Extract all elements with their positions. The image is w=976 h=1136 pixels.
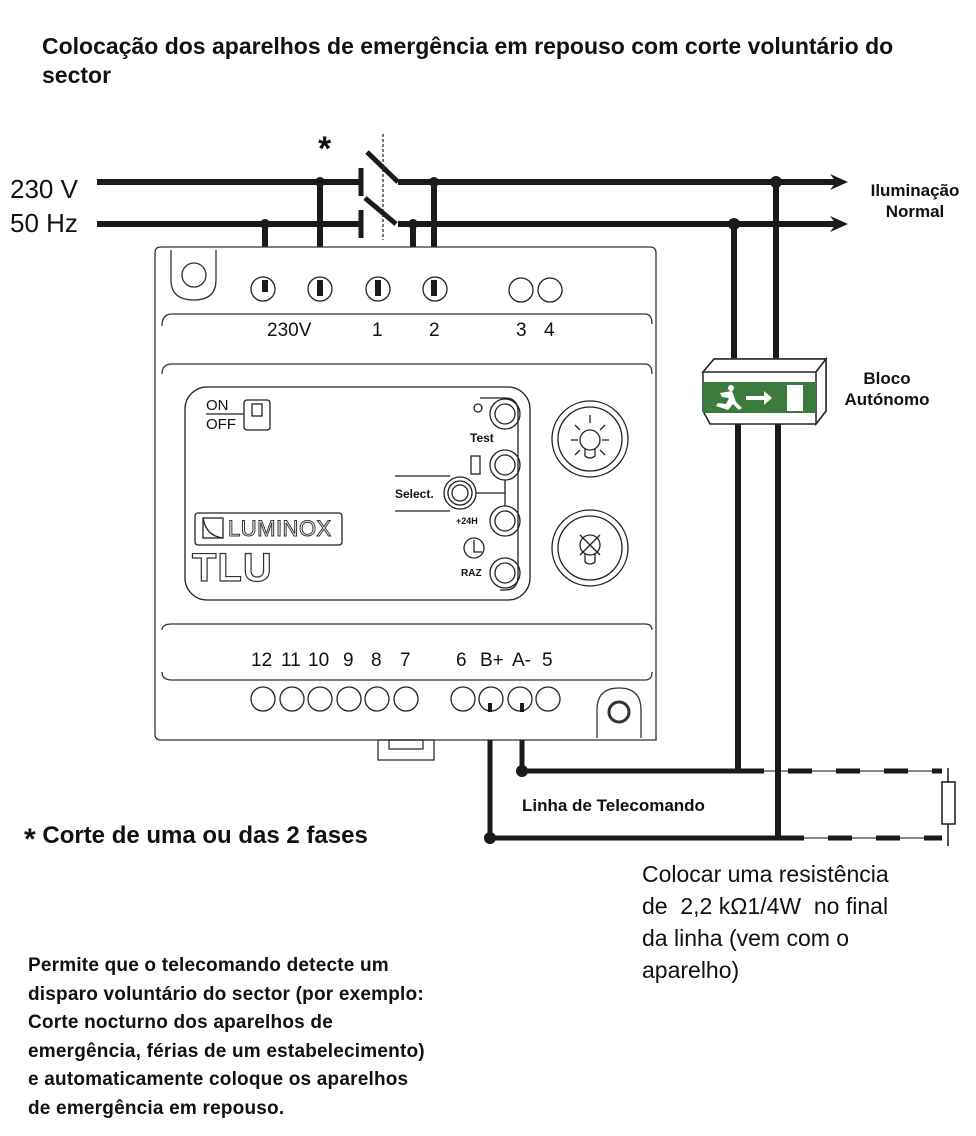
two-pole-switch <box>358 150 400 238</box>
terminal-label-12: 12 <box>251 650 273 671</box>
switch-marker-asterisk: * <box>318 130 332 168</box>
arrow-right-icon <box>746 391 772 405</box>
lamp-on-indicator <box>551 400 629 478</box>
terminal-label-5: 5 <box>542 650 553 671</box>
bottom-terminal-screws <box>250 686 561 712</box>
terminal-label-3: 3 <box>516 320 527 341</box>
resistor-note-line1: Colocar uma resistência <box>642 861 889 887</box>
resistor-note: Colocar uma resistência de 2,2 kΩ1/4W no… <box>642 858 962 986</box>
arrow-icon <box>830 216 848 232</box>
select-button-label: Select. <box>395 487 434 501</box>
footnote-asterisk: * <box>24 823 36 856</box>
description-line: emergência, férias de um estabelecimento… <box>28 1040 425 1062</box>
terminal-label-7: 7 <box>400 650 411 671</box>
description-line: e automaticamente coloque os aparelhos <box>28 1069 409 1090</box>
bloco-supply-wires <box>731 182 781 838</box>
terminal-label-a-minus: A- <box>512 650 531 671</box>
running-man-icon <box>716 385 742 410</box>
arrow-icon <box>830 174 848 190</box>
supply-voltage-label: 230 V <box>10 174 78 204</box>
terminal-label-1: 1 <box>372 320 383 341</box>
lamp-off-indicator <box>551 509 629 587</box>
output-label: Iluminação Normal <box>858 180 972 222</box>
model-logo: TLU <box>191 545 273 590</box>
battery-icon <box>470 455 481 475</box>
switch-on-label: ON <box>206 397 229 414</box>
terminal-label-2: 2 <box>429 320 440 341</box>
output-label-line1: Iluminação <box>870 181 960 200</box>
terminal-label-6: 6 <box>456 650 467 671</box>
telecommand-dashed-extension <box>740 768 942 841</box>
terminal-label-11: 11 <box>281 650 301 671</box>
terminal-label-9: 9 <box>343 650 354 671</box>
wire-terminations <box>262 280 437 296</box>
telecommand-terminations <box>488 703 524 712</box>
footnote: * Corte de uma ou das 2 fases <box>24 822 368 857</box>
supply-wires <box>97 179 838 227</box>
resistor-note-line4: aparelho) <box>642 957 740 983</box>
description-line: Permite que o telecomando detecte um <box>28 955 389 976</box>
lamp-icon <box>473 403 483 413</box>
terminal-label-4: 4 <box>544 320 555 341</box>
terminal-label-10: 10 <box>308 650 330 671</box>
resistor-note-line3: da linha (vem com o <box>642 925 850 951</box>
supply-frequency-label: 50 Hz <box>10 208 78 238</box>
resistor-note-line2: de 2,2 kΩ1/4W no final <box>642 893 889 919</box>
raz-button-label: RAZ <box>461 568 482 579</box>
clock-icon <box>463 537 485 559</box>
bloco-autonomo-exit-sign <box>701 356 828 427</box>
door-icon <box>787 385 803 411</box>
plus24h-button-label: +24H <box>456 516 478 526</box>
bloco-label: Bloco Autónomo <box>832 368 942 410</box>
description-line: Corte nocturno dos aparelhos de <box>28 1012 333 1033</box>
terminal-label-b-plus: B+ <box>480 650 504 671</box>
output-label-line2: Normal <box>885 202 945 221</box>
terminal-label-8: 8 <box>371 650 382 671</box>
front-panel <box>184 386 531 601</box>
resistor-icon <box>941 768 956 846</box>
switch-off-label: OFF <box>206 416 236 433</box>
diagram-title: Colocação dos aparelhos de emergência em… <box>42 33 894 88</box>
footnote-text: Corte de uma ou das 2 fases <box>42 822 368 849</box>
brand-logo: LUMINOX <box>228 516 332 542</box>
test-button-label: Test <box>470 431 494 445</box>
bloco-label-line2: Autónomo <box>844 390 930 409</box>
bloco-label-line1: Bloco <box>863 369 911 388</box>
description-paragraph: Permite que o telecomando detecte um dis… <box>28 952 528 1123</box>
terminal-label-230v: 230V <box>267 320 312 341</box>
description-line: de emergência em repouso. <box>28 1097 285 1119</box>
telecommand-line-label: Linha de Telecomando <box>522 796 705 815</box>
description-line: disparo voluntário do sector (por exempl… <box>28 983 424 1005</box>
